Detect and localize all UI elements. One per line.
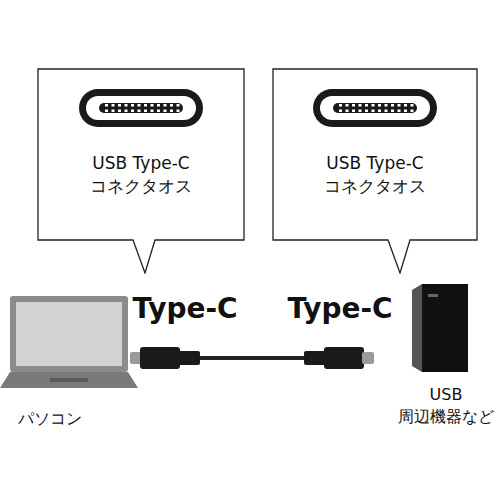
- usb-c-cable: [130, 347, 374, 369]
- callout-box: USB Type-C コネクタオス: [37, 68, 245, 274]
- laptop-icon: [0, 296, 138, 388]
- peripheral-icon: [412, 284, 468, 372]
- connector-type-label: Type-C: [120, 290, 250, 328]
- device-label: パソコン: [18, 408, 118, 430]
- callout-box: USB Type-C コネクタオス: [272, 68, 478, 274]
- callout-text: USB Type-C コネクタオス: [272, 152, 445, 198]
- device-label: USB 周辺機器など: [396, 384, 496, 427]
- connector-type-label: Type-C: [275, 290, 405, 328]
- callout-text: USB Type-C コネクタオス: [37, 152, 211, 198]
